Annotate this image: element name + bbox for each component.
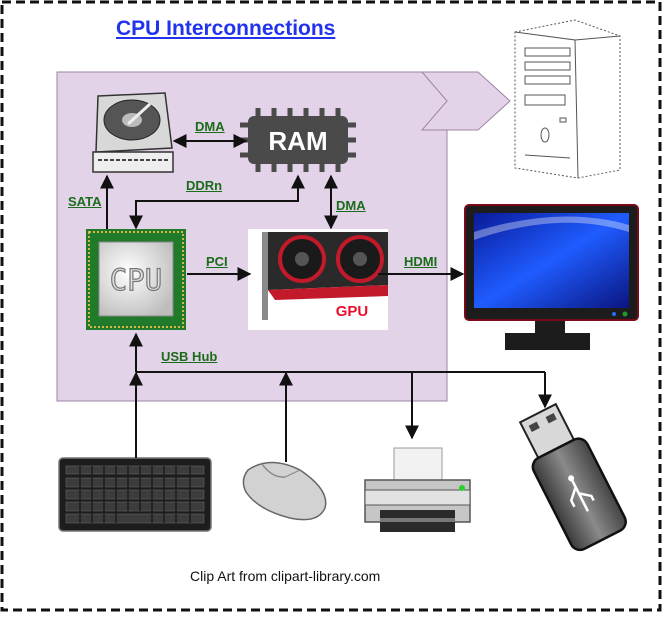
ram-chip-icon: RAM [240,108,356,172]
connections [100,134,552,462]
ddrn-arrow [129,174,305,230]
dma-ram-gpu-label: DMA [336,198,366,213]
tower-pc-icon [514,19,621,179]
ram-label: RAM [268,126,327,156]
pci-label: PCI [206,254,228,269]
sata-label: SATA [68,194,102,209]
cpu-label: CPU [110,263,162,297]
dma-disk-ram-label: DMA [195,119,225,134]
monitor-icon [464,204,639,350]
keyboard-icon [58,457,212,532]
diagram-title: CPU Interconnections [116,17,336,40]
cpu-chip-icon: CPU [86,229,186,330]
usb-stick-icon [518,402,627,552]
gpu-label: GPU [336,303,369,320]
ddrn-label: DDRn [186,178,223,193]
credit-text: Clip Art from clipart-library.com [190,568,381,584]
board-chevron-arrow [420,71,511,131]
printer-icon [364,447,471,532]
graphics-card-icon: GPU [248,229,388,330]
hdmi-label: HDMI [404,254,438,269]
usb-hub-label: USB Hub [161,349,218,364]
mouse-icon [242,461,327,521]
hard-drive-icon [92,92,174,173]
